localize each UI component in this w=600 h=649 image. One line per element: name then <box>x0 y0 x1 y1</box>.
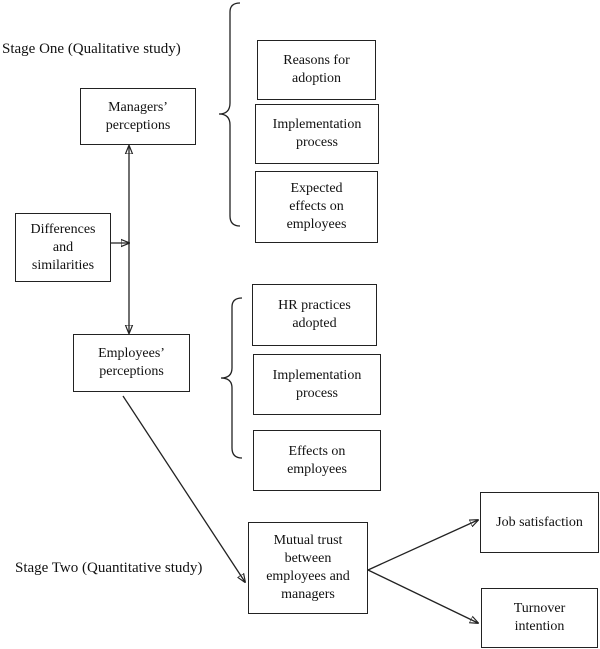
mutual-trust-box: Mutual trust between employees and manag… <box>248 522 368 614</box>
managers-perceptions-box: Managers’ perceptions <box>80 88 196 145</box>
stage-two-label: Stage Two (Quantitative study) <box>15 560 203 576</box>
implementation-process-managers-box: Implementation process <box>255 104 379 164</box>
implementation-process-employees-box: Implementation process <box>253 354 381 415</box>
reasons-for-adoption-box: Reasons for adoption <box>257 40 376 100</box>
hr-practices-adopted-box: HR practices adopted <box>252 284 377 346</box>
job-satisfaction-box: Job satisfaction <box>480 492 599 553</box>
turnover-intention-box: Turnover intention <box>481 588 598 648</box>
differences-similarities-box: Differences and similarities <box>15 213 111 282</box>
stage-one-label: Stage One (Qualitative study) <box>2 41 181 57</box>
employees-perceptions-box: Employees’ perceptions <box>73 334 190 392</box>
stage-one-brace <box>218 2 241 227</box>
trust-to-job-satisfaction-arrow <box>367 520 478 571</box>
effects-on-employees-box: Effects on employees <box>253 430 381 491</box>
expected-effects-box: Expected effects on employees <box>255 171 378 243</box>
trust-to-turnover-arrow <box>367 569 478 623</box>
employees-perceptions-brace <box>220 297 243 459</box>
employees-to-trust-arrow <box>122 395 245 582</box>
